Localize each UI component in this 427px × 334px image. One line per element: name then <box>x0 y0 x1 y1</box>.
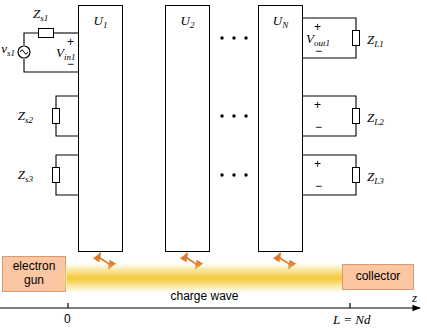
node-label: Zs3 <box>18 168 33 184</box>
electron-gun-box: electron gun <box>2 256 66 292</box>
polarity-sign: − <box>67 58 74 70</box>
ellipsis-dot <box>232 36 235 39</box>
ellipsis-dot <box>220 36 223 39</box>
node-label: ZL3 <box>367 170 384 186</box>
unit-cell-box: U1 <box>78 5 123 252</box>
axis-value: L = Nd <box>333 313 370 326</box>
node-label: ZL1 <box>367 33 384 49</box>
circuit-wire <box>24 59 78 72</box>
circuit-wire <box>54 32 78 33</box>
node-label: U1 <box>79 14 122 30</box>
axis-tick <box>349 303 350 308</box>
load-impedance: ZL3 <box>352 167 360 183</box>
unit-cell-box: U2 <box>165 5 210 252</box>
voltage-source: vs1 <box>17 45 31 59</box>
ellipsis-dot <box>232 173 235 176</box>
polarity-sign: + <box>314 21 321 33</box>
polarity-sign: + <box>67 36 74 48</box>
polarity-sign: + <box>314 99 321 111</box>
interaction-arrow <box>99 253 109 269</box>
ellipsis-dot <box>220 114 223 117</box>
interaction-arrow <box>186 253 196 269</box>
polarity-sign: − <box>315 121 322 133</box>
axis-tick <box>67 303 68 308</box>
z-axis <box>0 307 420 308</box>
band-label: charge wave <box>67 290 342 302</box>
node-label: Zs2 <box>18 109 33 125</box>
load-impedance: ZL2 <box>352 108 360 124</box>
node-label: Zs1 <box>33 7 48 23</box>
interaction-arrow <box>279 253 289 269</box>
ellipsis-dot <box>220 173 223 176</box>
circuit-wire <box>303 96 356 136</box>
charge-wave-band: charge wave <box>67 270 342 286</box>
circuit-wire <box>303 18 356 58</box>
ellipsis-dots <box>220 36 247 176</box>
ellipsis-dot <box>244 36 247 39</box>
node-label: vs1 <box>1 42 15 58</box>
circuit-wire <box>303 155 356 195</box>
polarity-sign: − <box>315 45 322 57</box>
axis-name: z <box>412 291 417 304</box>
source-circle <box>17 45 31 59</box>
source-impedance: Zs3 <box>52 167 60 183</box>
ellipsis-dot <box>244 173 247 176</box>
source-impedance: Zs2 <box>52 108 60 124</box>
unit-cell-box: UN <box>258 5 303 252</box>
source-impedance: Zs1 <box>38 28 54 38</box>
axis-value: 0 <box>64 313 71 325</box>
node-label: U2 <box>166 14 209 30</box>
circuit-wire <box>24 33 38 45</box>
node-label: ZL2 <box>367 111 384 127</box>
ellipsis-dot <box>232 114 235 117</box>
ellipsis-dot <box>244 114 247 117</box>
polarity-sign: − <box>315 180 322 192</box>
load-impedance: ZL1 <box>352 30 360 46</box>
polarity-sign: + <box>314 158 321 170</box>
collector-box: collector <box>342 264 414 290</box>
node-label: UN <box>259 14 302 30</box>
node-label: electron gun <box>3 260 65 288</box>
node-label: collector <box>353 270 404 284</box>
